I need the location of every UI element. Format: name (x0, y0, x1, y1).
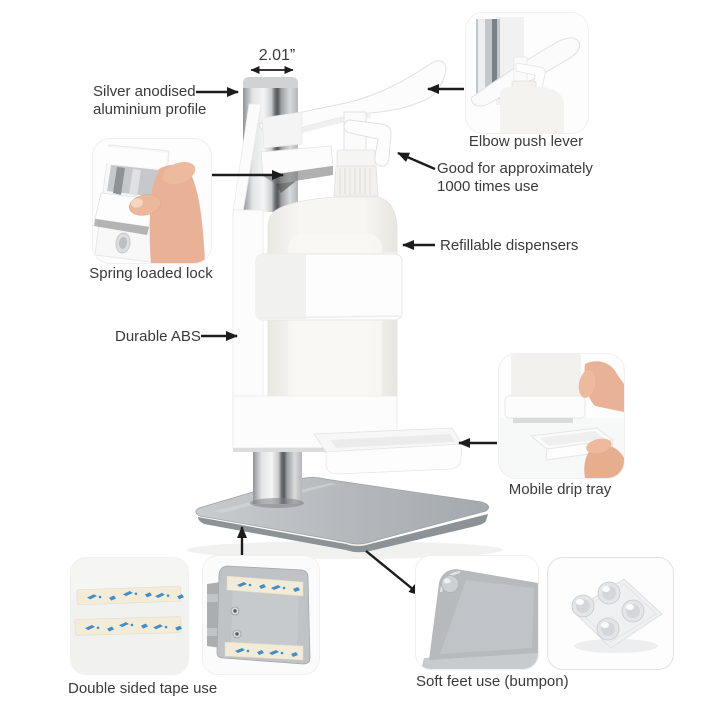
annotation-arrows (196, 66, 497, 596)
bottle-holder-band (255, 253, 403, 321)
wall-plate-photo (203, 556, 319, 674)
callout-usage-note: Good for approximately 1000 times use (437, 160, 593, 195)
mobile-drip-tray (313, 427, 463, 475)
tape-strip (76, 585, 185, 606)
inset-elbow-push-lever (465, 12, 589, 134)
inset-bumpon-pack (547, 557, 674, 670)
caption-soft-feet: Soft feet use (bumpon) (416, 673, 569, 690)
inset-tape-strips (70, 557, 189, 675)
inset-mobile-drip-tray (498, 353, 625, 479)
dimension-label: 2.01” (258, 47, 296, 64)
callout-refillable: Refillable dispensers (440, 237, 579, 254)
bumpon-pack-photo (571, 578, 663, 653)
floor-base-plate (187, 476, 503, 559)
pump-and-spout (333, 111, 392, 197)
bumpon-feet (571, 581, 645, 641)
inset-spring-loaded-lock (92, 138, 212, 264)
spring-lock-closeup (94, 144, 205, 263)
drip-tray-closeup (499, 354, 624, 478)
callout-durable-abs: Durable ABS (115, 328, 201, 345)
inset-base-corner-foot (415, 555, 539, 670)
tape-strip (224, 575, 304, 661)
caption-elbow-push-lever: Elbow push lever (468, 133, 584, 150)
arrow-usage-note (397, 151, 436, 171)
caption-double-sided-tape: Double sided tape use (68, 680, 218, 697)
caption-mobile-drip-tray: Mobile drip tray (508, 481, 612, 498)
callout-silver-profile: Silver anodised aluminium profile (93, 83, 207, 118)
stand-pole-lower (250, 448, 304, 508)
elbow-lever-closeup (471, 17, 581, 133)
soft-foot (441, 575, 459, 593)
tape-strips-photo (71, 558, 188, 674)
caption-spring-loaded-lock: Spring loaded lock (89, 265, 213, 282)
arrow-soft-feet (365, 550, 421, 596)
tape-strip (74, 616, 183, 636)
inset-plate-with-tape (202, 555, 320, 675)
base-corner-closeup (416, 556, 538, 669)
